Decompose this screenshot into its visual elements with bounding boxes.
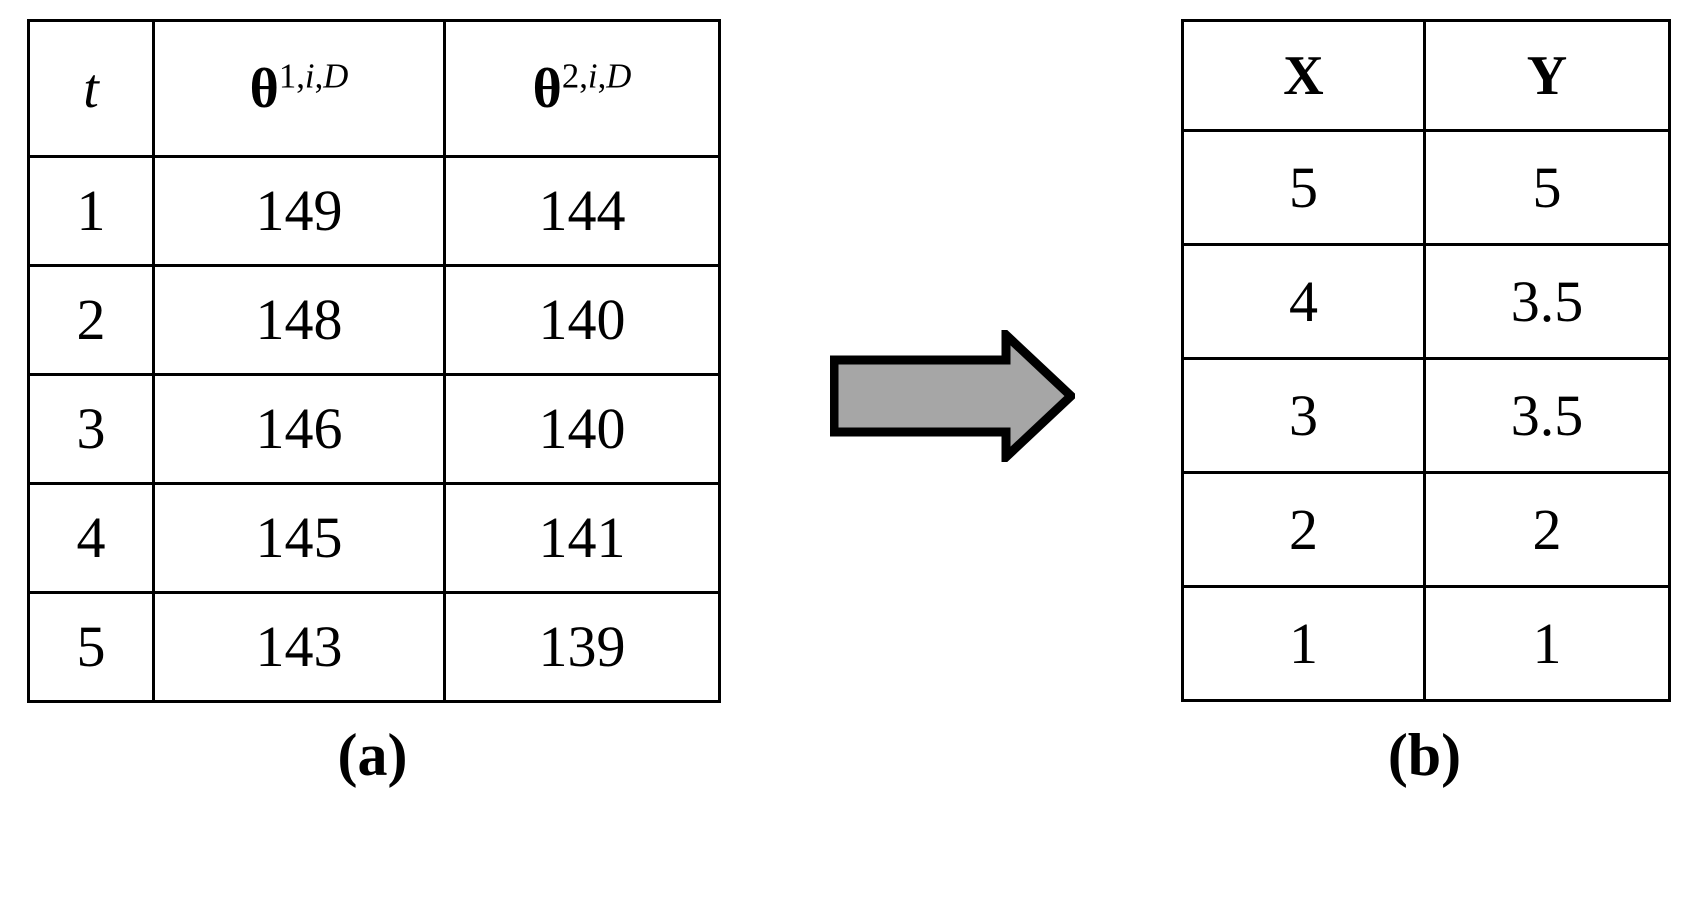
header-label-theta-1: θ1,i,D [250, 58, 349, 120]
theta-1-superscript: 1,i,D [279, 56, 348, 95]
cell-t: 1 [27, 155, 155, 267]
sup-comma-a2: , [579, 55, 588, 95]
panel-a-table-container: t θ1,i,D θ2,i,D 1 149 144 2 148 140 [27, 19, 721, 703]
table-row: 3 3.5 [1181, 357, 1671, 474]
cell-y: 5 [1423, 129, 1671, 246]
arrow-polygon [830, 330, 1075, 462]
cell-theta1: 149 [152, 155, 446, 267]
sup-comma-b2: , [597, 55, 607, 95]
cell-theta2: 140 [443, 264, 721, 376]
cell-y: 1 [1423, 585, 1671, 702]
header-label-theta-2: θ2,i,D [533, 58, 632, 120]
cell-y: 3.5 [1423, 357, 1671, 474]
column-header-theta-1: θ1,i,D [152, 19, 446, 158]
sup-index-2: 2 [561, 55, 580, 95]
cell-t: 3 [27, 373, 155, 485]
cell-theta1: 143 [152, 591, 446, 703]
table-header-row: t θ1,i,D θ2,i,D [27, 19, 721, 158]
cell-x: 1 [1181, 585, 1426, 702]
table-row: 2 2 [1181, 471, 1671, 588]
sup-i-2: i [587, 55, 598, 95]
cell-theta2: 141 [443, 482, 721, 594]
cell-t: 5 [27, 591, 155, 703]
cell-x: 2 [1181, 471, 1426, 588]
cell-theta2: 140 [443, 373, 721, 485]
xy-values-table: X Y 5 5 4 3.5 3 3.5 2 2 1 1 [1181, 19, 1671, 702]
sup-index-1: 1 [278, 55, 297, 95]
cell-theta1: 148 [152, 264, 446, 376]
column-header-y: Y [1423, 19, 1671, 132]
panel-a-caption: (a) [337, 722, 408, 788]
table-row: 1 1 [1181, 585, 1671, 702]
table-row: 4 3.5 [1181, 243, 1671, 360]
sup-comma-a1: , [296, 55, 305, 95]
cell-x: 4 [1181, 243, 1426, 360]
cell-t: 4 [27, 482, 155, 594]
table-row: 5 143 139 [27, 591, 721, 703]
sup-i-1: i [304, 55, 315, 95]
cell-theta1: 146 [152, 373, 446, 485]
theta-2-superscript: 2,i,D [562, 56, 631, 95]
cell-theta1: 145 [152, 482, 446, 594]
column-header-theta-2: θ2,i,D [443, 19, 721, 158]
table-row: 4 145 141 [27, 482, 721, 594]
cell-x: 5 [1181, 129, 1426, 246]
theta-symbol: θ [249, 57, 279, 120]
table-row: 5 5 [1181, 129, 1671, 246]
column-header-x: X [1181, 19, 1426, 132]
table-header-row: X Y [1181, 19, 1671, 132]
cell-y: 2 [1423, 471, 1671, 588]
panel-b-table-container: X Y 5 5 4 3.5 3 3.5 2 2 1 1 [1181, 19, 1671, 702]
theta-symbol: θ [532, 57, 562, 120]
sup-comma-b1: , [314, 55, 324, 95]
right-arrow-icon [830, 330, 1075, 462]
sup-D-2: D [606, 55, 632, 95]
table-row: 3 146 140 [27, 373, 721, 485]
table-row: 1 149 144 [27, 155, 721, 267]
cell-t: 2 [27, 264, 155, 376]
table-row: 2 148 140 [27, 264, 721, 376]
cell-theta2: 139 [443, 591, 721, 703]
cell-theta2: 144 [443, 155, 721, 267]
panel-b-caption: (b) [1387, 722, 1462, 788]
theta-values-table: t θ1,i,D θ2,i,D 1 149 144 2 148 140 [27, 19, 721, 703]
sup-D-1: D [323, 55, 349, 95]
column-header-t: t [27, 19, 155, 158]
cell-y: 3.5 [1423, 243, 1671, 360]
header-label-t: t [83, 57, 99, 120]
cell-x: 3 [1181, 357, 1426, 474]
